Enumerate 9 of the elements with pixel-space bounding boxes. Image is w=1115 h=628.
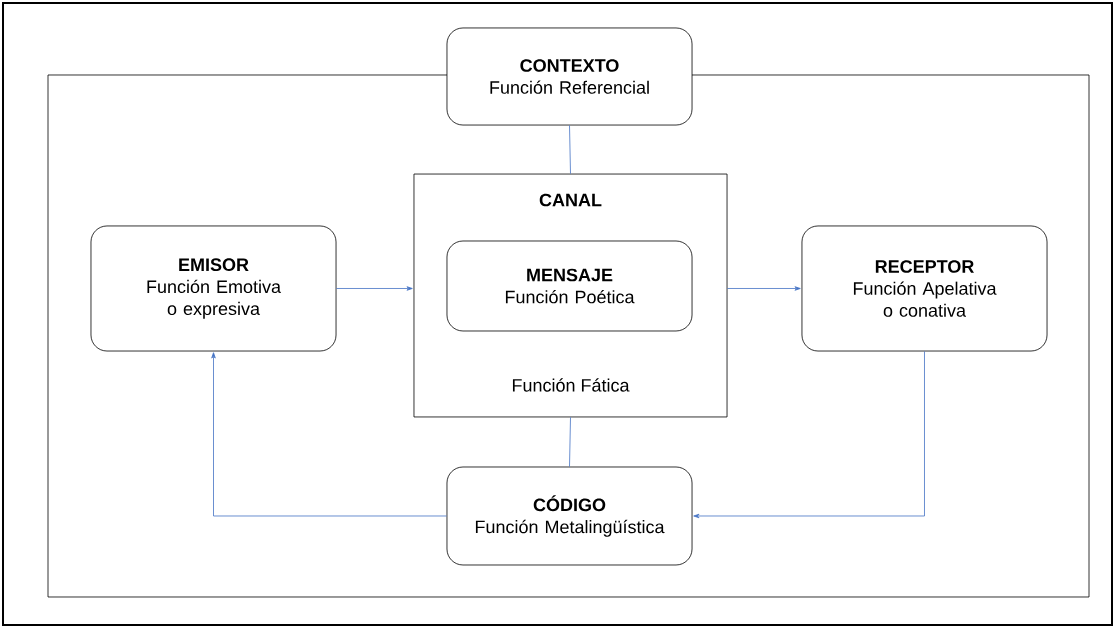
rounded-box: EMISOR Función Emotiva o expresiva [90, 225, 337, 352]
rounded-box: CÓDIGO Función Metalingüística [446, 466, 693, 566]
arrow [693, 351, 925, 519]
arrow [336, 286, 413, 291]
rounded-box: RECEPTOR Función Apelativa o conativa [801, 225, 1048, 352]
arrow [211, 352, 447, 517]
arrow [727, 286, 801, 291]
rounded-box: CONTEXTO Función Referencial [446, 27, 693, 126]
rounded-box: MENSAJE Función Poética [446, 240, 693, 332]
